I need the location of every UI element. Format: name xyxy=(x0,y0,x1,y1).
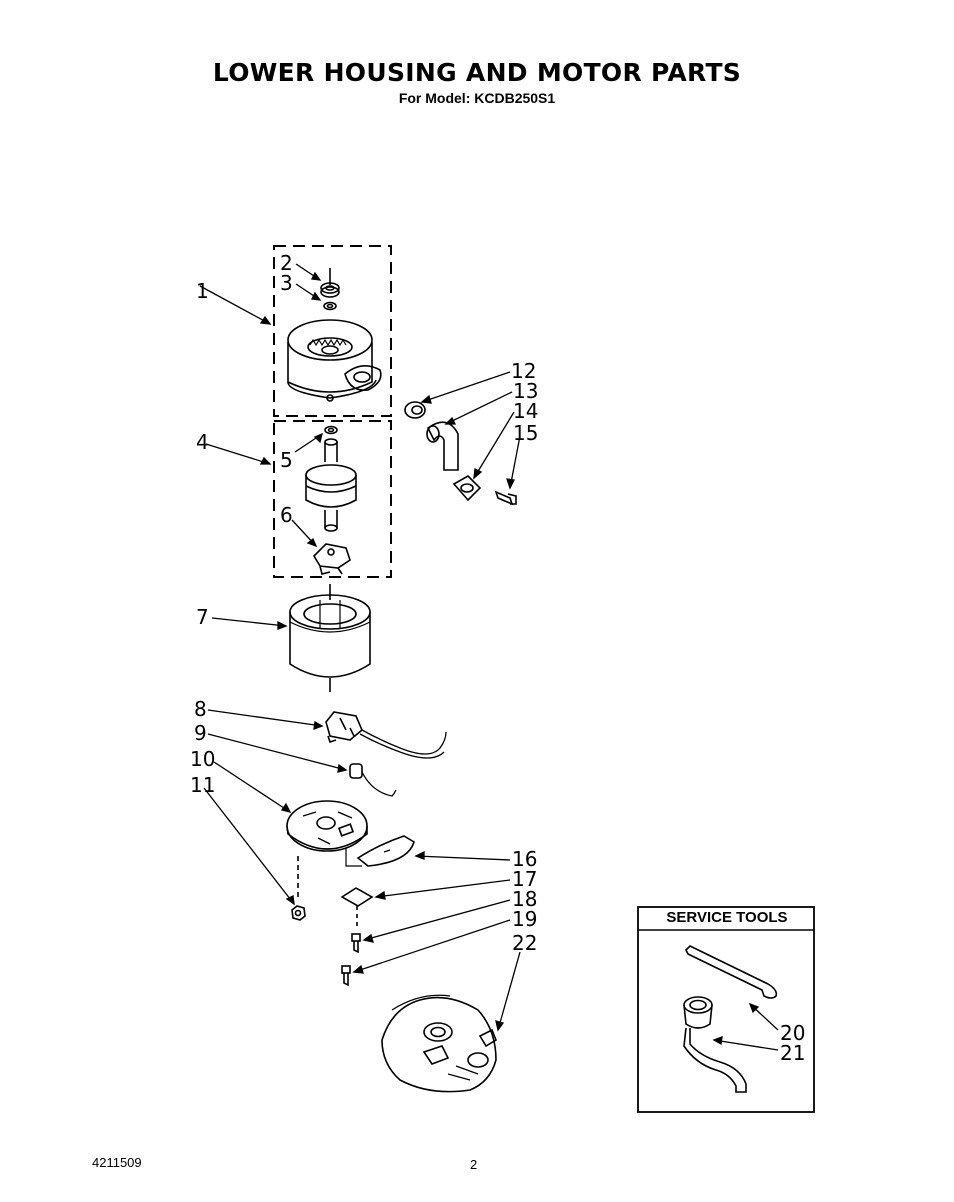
screw-part-15 xyxy=(496,492,516,504)
tool-part-21 xyxy=(684,997,746,1092)
stator-part-7 xyxy=(290,595,370,677)
grommet-part-12 xyxy=(405,402,425,418)
clip-part-6 xyxy=(314,544,350,574)
page-number: 2 xyxy=(470,1157,477,1172)
callout-1: 1 xyxy=(196,279,209,303)
callout-8: 8 xyxy=(194,697,207,721)
elbow-hose-part-13 xyxy=(427,422,458,470)
service-tools-box: 20 21 xyxy=(638,907,814,1112)
callout-6: 6 xyxy=(280,503,293,527)
tool-part-20 xyxy=(686,946,776,998)
screw-part-18 xyxy=(352,934,360,952)
document-number: 4211509 xyxy=(92,1155,142,1170)
callout-5: 5 xyxy=(280,448,293,472)
callout-22: 22 xyxy=(512,931,537,955)
pad-part-17 xyxy=(342,888,372,930)
switch-part-8 xyxy=(326,712,446,758)
gasket-part-14 xyxy=(454,476,480,500)
callout-14: 14 xyxy=(513,399,538,423)
callout-15: 15 xyxy=(513,421,538,445)
callout-21: 21 xyxy=(780,1041,805,1065)
callout-4: 4 xyxy=(196,430,209,454)
callout-7: 7 xyxy=(196,605,209,629)
parts-bag-part-22 xyxy=(382,995,496,1091)
rotor-shaft xyxy=(306,439,356,531)
nut-part-11 xyxy=(292,856,305,920)
lower-housing-part-1 xyxy=(288,320,381,401)
callout-10: 10 xyxy=(190,747,215,771)
wire-connector-part-9 xyxy=(350,764,396,796)
callout-3: 3 xyxy=(280,271,293,295)
callout-9: 9 xyxy=(194,721,207,745)
washer-part-3 xyxy=(324,303,336,310)
leader-lines xyxy=(200,264,778,1050)
service-tools-title: SERVICE TOOLS xyxy=(640,909,814,926)
washer-part-5 xyxy=(325,427,337,434)
callout-11: 11 xyxy=(190,773,215,797)
screw-part-19 xyxy=(342,966,350,985)
base-plate-part-10 xyxy=(287,801,367,866)
bearing-part-2 xyxy=(321,283,339,297)
callout-19: 19 xyxy=(512,907,537,931)
cover-part-16 xyxy=(358,836,414,866)
